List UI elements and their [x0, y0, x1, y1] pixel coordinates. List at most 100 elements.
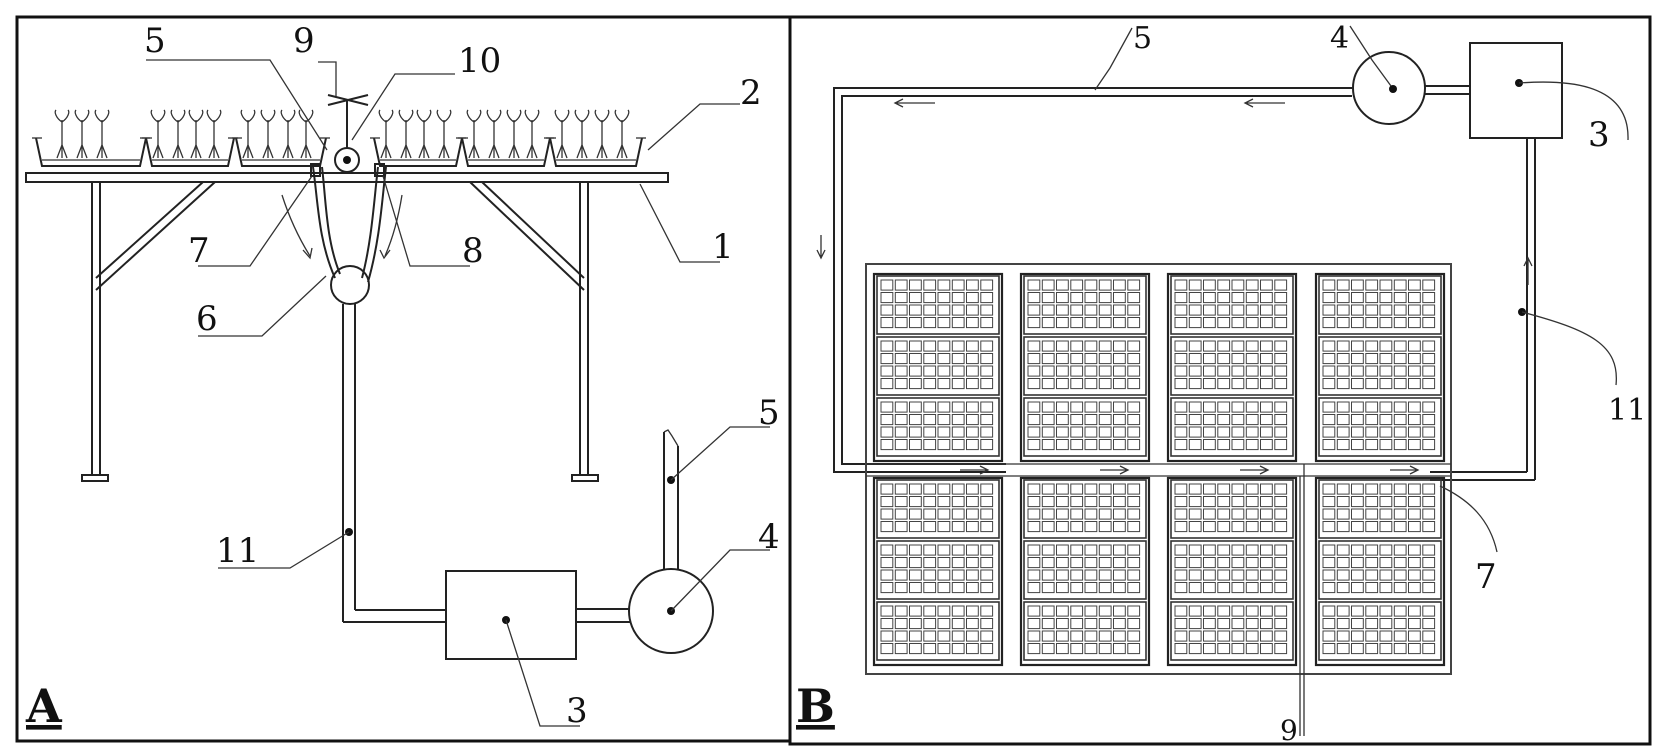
tray-cell	[1351, 353, 1364, 365]
tray-cell	[1174, 292, 1188, 304]
tray-cell	[1174, 618, 1188, 630]
tray-cell	[1098, 414, 1112, 426]
tray-cell	[1217, 483, 1231, 495]
tray-cell	[1070, 304, 1084, 316]
tray-cell	[1408, 630, 1421, 642]
tray-cell	[951, 618, 965, 630]
tray-cell	[1274, 544, 1288, 556]
tray-cell	[1188, 365, 1202, 377]
tray-cell	[1203, 557, 1216, 569]
seedling	[524, 109, 540, 159]
tray-cell	[1422, 340, 1436, 352]
tray-cell	[966, 569, 979, 581]
tray-cell	[1098, 569, 1112, 581]
tray-cell	[980, 292, 994, 304]
tray-cell	[1365, 483, 1379, 495]
tray-cell	[1113, 643, 1126, 655]
tray-cell	[1408, 317, 1421, 329]
seedling-tray	[546, 137, 646, 167]
tray-cell	[966, 365, 979, 377]
tray-cell	[1365, 569, 1379, 581]
tray-cell	[1231, 426, 1245, 438]
tray-cell	[1041, 401, 1055, 413]
tray-cell	[1260, 439, 1273, 451]
tray-cell	[880, 304, 894, 316]
tray-cell	[1174, 544, 1188, 556]
tray-cell	[1260, 414, 1273, 426]
tray-cell	[966, 496, 979, 508]
tray-cell	[1365, 544, 1379, 556]
tray-cell	[1084, 544, 1098, 556]
tray-cell	[980, 508, 994, 520]
tray-cell	[1245, 365, 1259, 377]
tray-cell	[894, 521, 908, 533]
tray-cell	[1217, 426, 1231, 438]
tray-cell	[937, 353, 951, 365]
tray-cell	[937, 304, 951, 316]
tray-cell	[1070, 582, 1084, 594]
panel-a: 5 9 10 2 1 7 8 6 5 4 11 3 A	[15, 15, 792, 743]
tray-cell	[1127, 279, 1141, 291]
tray-cell	[1084, 630, 1098, 642]
tray-cell	[923, 483, 937, 495]
tray-cell	[1260, 618, 1273, 630]
tray-cell	[951, 365, 965, 377]
tray-cell	[894, 378, 908, 390]
tray-cell	[1408, 483, 1421, 495]
tray-cell	[1127, 496, 1141, 508]
tray-cell	[1336, 365, 1350, 377]
tray-cell	[1322, 618, 1336, 630]
tray-cell	[1408, 426, 1421, 438]
tray-cell	[1245, 279, 1259, 291]
tray-cell	[1379, 353, 1393, 365]
tray-cell	[1274, 582, 1288, 594]
tray-cell	[1322, 569, 1336, 581]
tray-cell	[966, 401, 979, 413]
tray-cell	[1393, 292, 1407, 304]
tray-cell	[1113, 521, 1126, 533]
tray-cell	[980, 618, 994, 630]
tray-cell	[1365, 401, 1379, 413]
tray-cell	[937, 401, 951, 413]
panel-b: 5 4 3 11 7 9 B	[788, 15, 1652, 747]
tray-cell	[1217, 569, 1231, 581]
tray-cell	[1070, 618, 1084, 630]
tray-cell	[980, 279, 994, 291]
tray-cell	[1260, 605, 1273, 617]
tray-cell	[1113, 304, 1126, 316]
tray-cell	[1260, 582, 1273, 594]
tray-cell	[1127, 439, 1141, 451]
tray-cell	[1203, 508, 1216, 520]
tray-cell	[1260, 340, 1273, 352]
tray-cell	[1274, 340, 1288, 352]
flow-arrow-left	[281, 194, 311, 257]
tray-cell	[894, 414, 908, 426]
tray-cell	[1070, 557, 1084, 569]
tray-cell	[1379, 414, 1393, 426]
tray-cell	[1365, 414, 1379, 426]
tray-cell	[909, 605, 922, 617]
tray-cell	[909, 365, 922, 377]
panel-b-frame	[788, 15, 1652, 746]
tray-cell	[1365, 292, 1379, 304]
tray-cell	[1056, 508, 1069, 520]
tray-cell	[1070, 569, 1084, 581]
tray-cell	[1113, 496, 1126, 508]
tray-block	[1166, 476, 1298, 667]
seedling	[506, 109, 522, 159]
tray-cell	[1322, 483, 1336, 495]
tray-cell	[1098, 544, 1112, 556]
tray-cell	[909, 630, 922, 642]
tray-cell	[1188, 353, 1202, 365]
tray-cell	[937, 557, 951, 569]
seedling	[280, 109, 296, 159]
tray-cell	[980, 483, 994, 495]
tray-cell	[909, 496, 922, 508]
tray-cell	[1027, 618, 1041, 630]
tray-cell	[1231, 353, 1245, 365]
tray-cell	[1393, 630, 1407, 642]
tray-cell	[1408, 353, 1421, 365]
tray-cell	[909, 521, 922, 533]
tray-cell	[1174, 279, 1188, 291]
tray-cell	[1188, 630, 1202, 642]
